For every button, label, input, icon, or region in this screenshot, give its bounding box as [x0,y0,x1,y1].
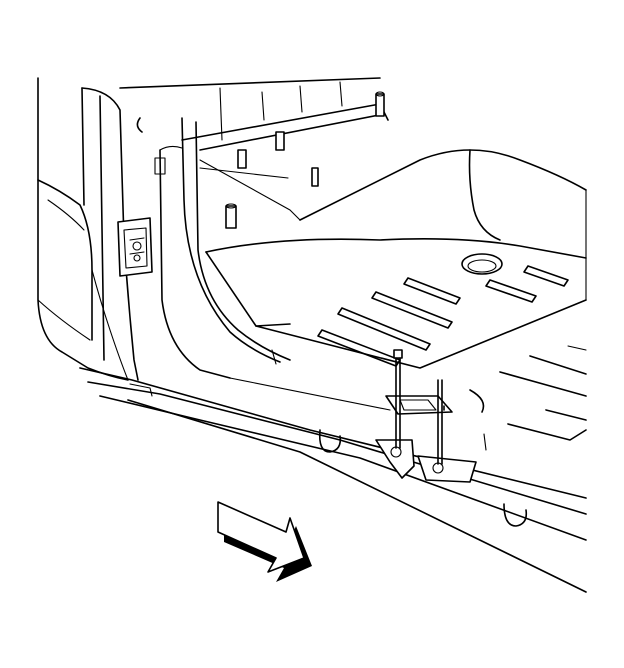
bracket-assembly [375,395,477,483]
bolt-left [393,349,403,449]
rocker-panel [79,367,587,593]
door-striker [117,217,153,277]
inner-pillar [154,117,391,411]
door-pillar [37,77,139,381]
mounting-studs [225,91,385,229]
bolt-right [437,379,445,465]
forward-direction-arrow [217,501,312,582]
floor-tunnel [205,149,587,301]
floor-pan [205,251,587,451]
floor-ribs [317,265,587,441]
